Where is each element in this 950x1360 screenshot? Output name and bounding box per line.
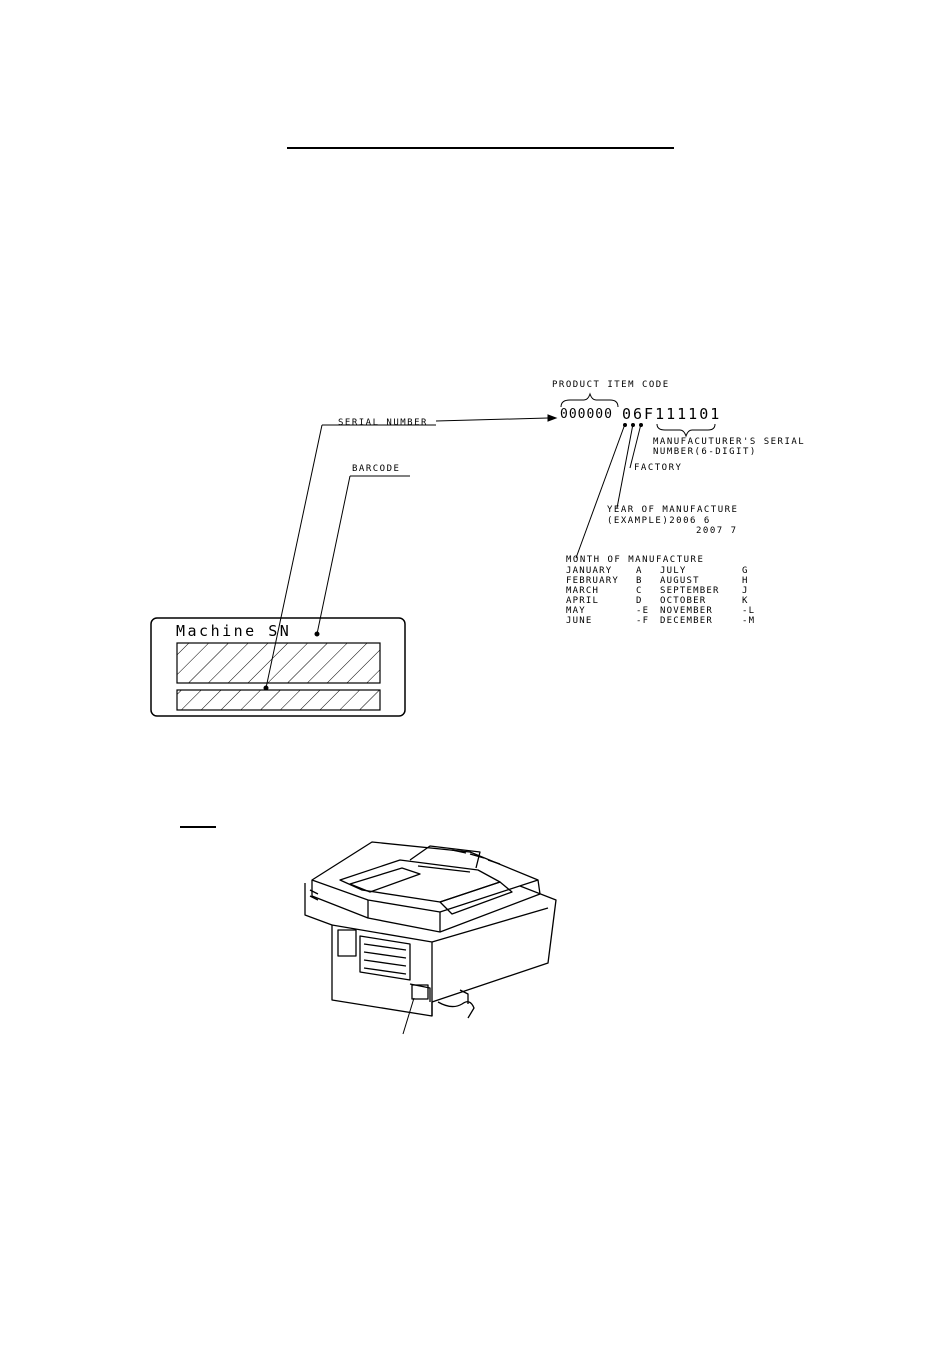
product-code-brace [561, 394, 618, 407]
printer-illustration [305, 842, 556, 1034]
barcode-leader [315, 476, 410, 636]
code-leaders [576, 424, 643, 559]
machine-sn-label: Machine SN [176, 622, 291, 640]
manufacturer-serial-brace [657, 424, 715, 436]
